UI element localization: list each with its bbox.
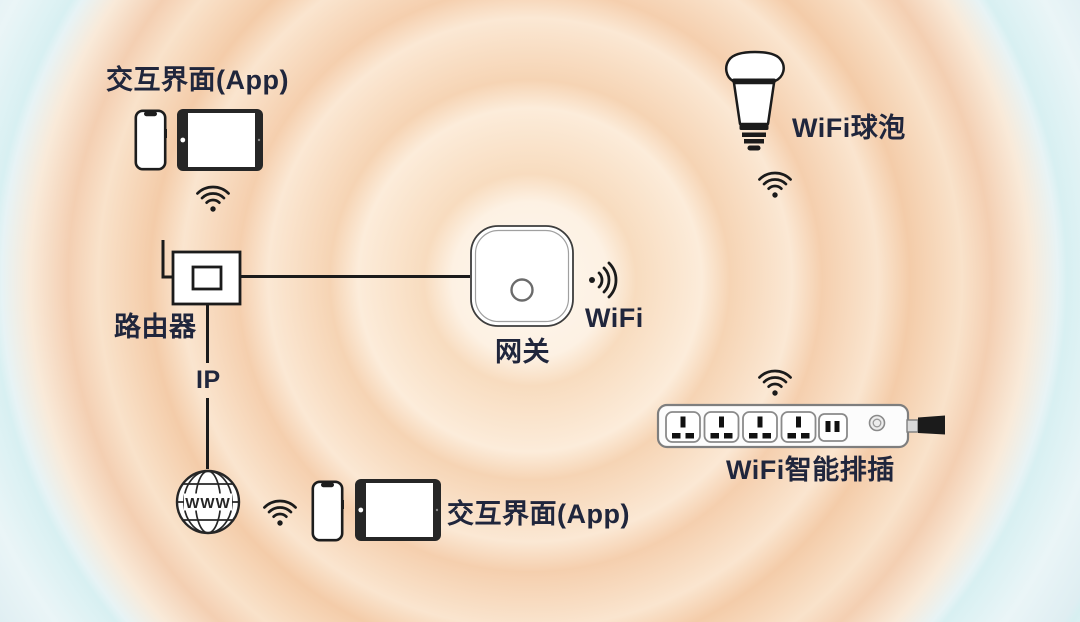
socket	[780, 411, 817, 443]
usb-socket	[818, 413, 848, 442]
router-icon	[161, 240, 242, 306]
power-cord	[906, 415, 945, 435]
wifi-label: WiFi	[585, 303, 644, 333]
gateway-hub-icon	[470, 225, 574, 327]
socket	[665, 411, 701, 443]
ip-label: IP	[196, 366, 221, 394]
tablet-icon	[177, 109, 263, 171]
wifi-bulb-label: WiFi球泡	[792, 113, 906, 143]
wifi-signal-icon	[196, 185, 230, 212]
light-bulb-icon	[724, 50, 785, 151]
wire-router-to-gateway	[240, 275, 470, 278]
wire-router-to-ip	[206, 304, 209, 363]
phone-icon	[134, 109, 167, 171]
power-strip-icon	[656, 403, 945, 449]
globe-www-icon: WWW	[175, 469, 241, 535]
wifi-signal-icon	[263, 499, 297, 526]
wifi-power-strip-label: WiFi智能排插	[726, 455, 895, 485]
socket	[742, 411, 778, 443]
wifi-signal-icon	[758, 369, 792, 396]
app-interface-top-label: 交互界面(App)	[106, 65, 289, 95]
socket	[703, 411, 740, 443]
gateway-label: 网关	[495, 337, 550, 367]
app-interface-bottom-label: 交互界面(App)	[447, 499, 630, 529]
globe-www-label: WWW	[185, 495, 230, 512]
wire-ip-to-internet	[206, 398, 209, 469]
router-label: 路由器	[114, 312, 197, 342]
power-strip-button	[868, 414, 886, 432]
wifi-waves-icon	[589, 261, 618, 299]
tablet-icon	[355, 479, 441, 541]
wifi-signal-icon	[758, 171, 792, 198]
phone-icon	[311, 480, 344, 542]
